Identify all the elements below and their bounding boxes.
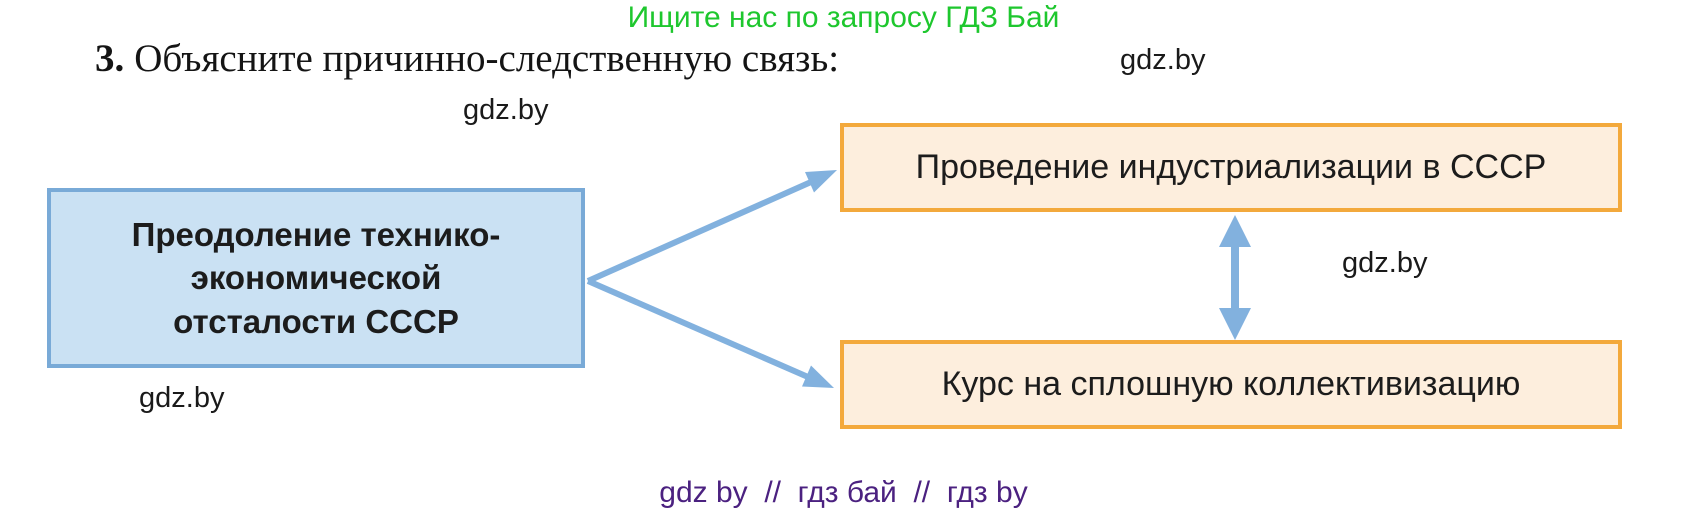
watermark-gdzby-top-right: gdz.by xyxy=(1120,44,1206,76)
task-text: Объясните причинно-следственную связь: xyxy=(134,37,840,80)
arrow-cause-to-collectivization xyxy=(586,278,834,388)
cause-box: Преодоление технико- экономической отста… xyxy=(47,188,585,368)
task-title: 3.Объясните причинно-следственную связь: xyxy=(95,36,839,81)
cause-line-3: отсталости СССР xyxy=(173,302,459,340)
site-footer-note: gdz by // гдз бай // гдз by xyxy=(659,476,1028,509)
watermark-gdzby-middle-right: gdz.by xyxy=(1342,247,1428,279)
effect-top-text: Проведение индустриализации в СССР xyxy=(915,148,1547,186)
task-number: 3. xyxy=(95,37,125,80)
effect-bottom-text: Курс на сплошную коллективизацию xyxy=(941,365,1521,403)
effect-box-industrialization: Проведение индустриализации в СССР xyxy=(840,123,1622,212)
cause-line-2: экономической xyxy=(190,259,442,297)
cause-line-1: Преодоление технико- xyxy=(131,215,501,253)
cause-box-text: Преодоление технико- экономической отста… xyxy=(132,213,501,344)
arrow-between-effects xyxy=(1219,215,1251,340)
site-promo-header: Ищите нас по запросу ГДЗ Бай xyxy=(627,1,1060,34)
arrow-cause-to-industrialization xyxy=(586,170,837,284)
effect-box-collectivization: Курс на сплошную коллективизацию xyxy=(840,340,1622,429)
watermark-gdzby-upper-left: gdz.by xyxy=(463,94,549,126)
watermark-gdzby-bottom-left: gdz.by xyxy=(139,382,225,414)
